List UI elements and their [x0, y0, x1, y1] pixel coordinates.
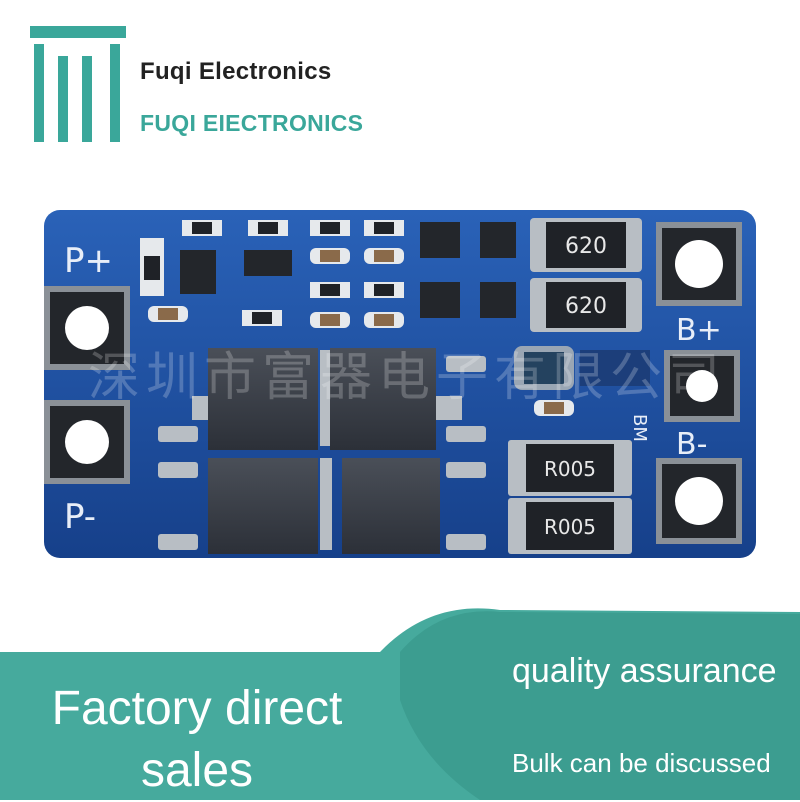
label-b-minus: B- [676, 427, 707, 462]
banner-bulk-text: Bulk can be discussed [512, 748, 771, 778]
label-bm: BM [629, 414, 650, 442]
banner-quality-text: quality assurance [512, 652, 777, 690]
brand-name: Fuqi Electronics [140, 58, 332, 85]
label-b-plus: B+ [676, 313, 722, 348]
watermark-text: 深圳市富器电子有限公司 [88, 348, 727, 408]
terminal-bm [664, 350, 740, 422]
terminal-b-minus [656, 458, 742, 544]
svg-text:R005: R005 [544, 515, 596, 539]
banner-factory-text: Factory direct sales [51, 682, 343, 797]
shunt-resistor-bottom: R005 [508, 498, 632, 554]
brand-name-caps: FUQI EIECTRONICS [140, 110, 364, 136]
resistor-620-bottom: 620 [530, 278, 642, 332]
mosfet-top-right [330, 348, 462, 450]
svg-text:620: 620 [565, 294, 607, 319]
terminal-p-minus [44, 400, 130, 484]
mosfet-top-left [192, 348, 318, 450]
resistor-620-top: 620 [530, 218, 642, 272]
svg-text:620: 620 [565, 234, 607, 259]
shunt-resistor-top: R005 [508, 440, 632, 496]
label-p-plus: P+ [64, 241, 113, 281]
label-p-minus: P- [64, 497, 96, 537]
brand-logo-icon [30, 26, 126, 142]
svg-text:R005: R005 [544, 457, 596, 481]
terminal-p-plus [44, 286, 130, 370]
mosfet-bottom-right [342, 458, 440, 554]
terminal-b-plus-top [656, 222, 742, 306]
smd-components [140, 220, 650, 416]
mosfet-pads [158, 356, 486, 550]
mosfet-bottom-left [208, 458, 318, 554]
